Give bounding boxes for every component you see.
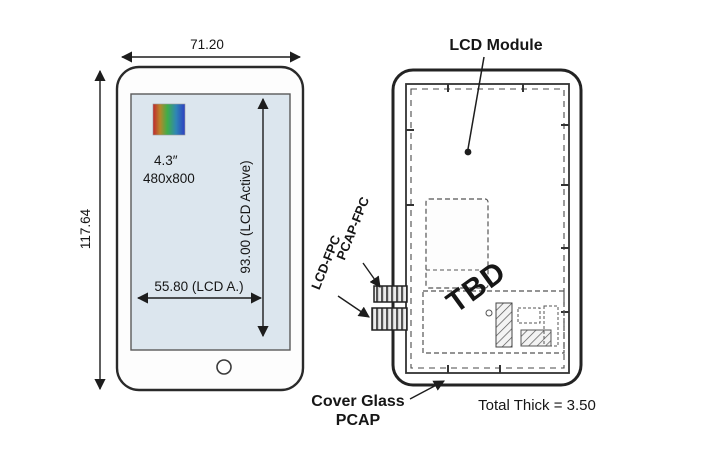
overall-height-dimension-text: 117.64 xyxy=(78,208,93,249)
bottom-component-region xyxy=(422,290,565,354)
overall-height-dimension: 117.64 xyxy=(78,69,106,391)
lcd-fpc-arrow xyxy=(337,295,370,318)
lcd-module-leader-line xyxy=(467,56,485,150)
home-button-icon xyxy=(216,359,232,375)
pcap-fpc-label: PCAP-FPC xyxy=(333,194,372,262)
screen-resolution-label: 480x800 xyxy=(143,171,195,186)
small-component-1 xyxy=(517,307,541,324)
small-component-2 xyxy=(520,329,552,347)
back-view: TBD xyxy=(371,68,583,387)
active-height-dimension-text: 93.00 (LCD Active) xyxy=(238,160,253,273)
cover-glass-label-line1: Cover Glass xyxy=(311,393,404,410)
front-view: 4.3″ 480x800 93.00 (LCD Active) 55.80 (L… xyxy=(115,65,305,392)
driver-ic-region xyxy=(425,198,489,289)
lcd-fpc-label: LCD-FPC xyxy=(308,232,344,291)
lcd-module-label: LCD Module xyxy=(449,37,542,54)
color-bars-icon xyxy=(152,103,186,136)
overall-width-dimension-text: 71.20 xyxy=(190,37,224,52)
pcap-fpc-connector xyxy=(373,285,408,303)
total-thickness-label: Total Thick = 3.50 xyxy=(478,397,596,414)
screen-size-label: 4.3″ xyxy=(154,153,178,168)
pcap-fpc-arrow xyxy=(362,262,381,288)
screw-hole-icon xyxy=(485,309,493,317)
active-width-dimension-text: 55.80 (LCD A.) xyxy=(154,279,243,294)
lcd-module-leader-dot xyxy=(464,148,472,156)
alignment-ticks xyxy=(406,84,569,373)
connector-hatched-block xyxy=(495,302,513,348)
cover-glass-label-line2: PCAP xyxy=(336,412,381,429)
module-inner-dashed-outline xyxy=(410,88,565,369)
cover-glass-arrow xyxy=(409,380,445,400)
lcd-fpc-connector xyxy=(371,307,408,331)
small-component-3 xyxy=(543,305,559,347)
overall-width-dimension: 71.20 xyxy=(120,37,302,63)
